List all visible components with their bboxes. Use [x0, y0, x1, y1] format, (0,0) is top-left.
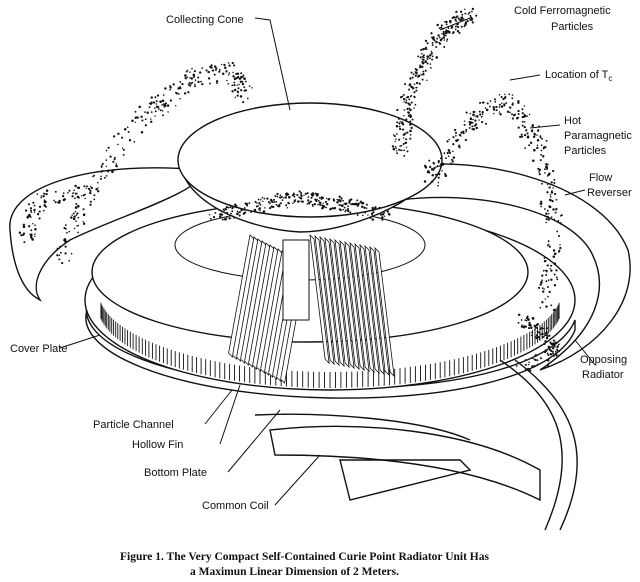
fin-band: [100, 302, 560, 388]
label-paramagnetic: Paramagnetic: [564, 130, 632, 142]
label-opposing: Opposing: [580, 354, 627, 366]
flow-reverser-left: [9, 167, 202, 302]
label-hot: Hot: [564, 115, 581, 127]
label-cold-ferromagnetic: Cold Ferromagnetic: [514, 5, 611, 17]
opposing-radiator: [254, 359, 578, 531]
figure-caption-line1: Figure 1. The Very Compact Self-Containe…: [120, 551, 489, 563]
collecting-cone: [177, 102, 443, 233]
leader-lines: [59, 17, 596, 506]
label-particle-channel: Particle Channel: [93, 419, 174, 431]
label-collecting-cone: Collecting Cone: [166, 14, 244, 26]
label-cover-plate: Cover Plate: [10, 343, 67, 355]
label-location-of-tc: Location of Tc: [545, 69, 612, 83]
label-hollow-fin: Hollow Fin: [132, 439, 183, 451]
label-hot-particles: Particles: [564, 145, 607, 157]
particle-channels: [228, 233, 395, 384]
label-radiator: Radiator: [582, 369, 624, 381]
particle-stipple: [18, 7, 563, 372]
label-common-coil: Common Coil: [202, 500, 269, 512]
label-reverser: Reverser: [587, 187, 632, 199]
label-bottom-plate: Bottom Plate: [144, 467, 207, 479]
figure-caption-line2: a Maximun Linear Dimension of 2 Meters.: [190, 566, 399, 578]
label-cold-particles: Particles: [551, 21, 594, 33]
label-flow: Flow: [589, 172, 612, 184]
